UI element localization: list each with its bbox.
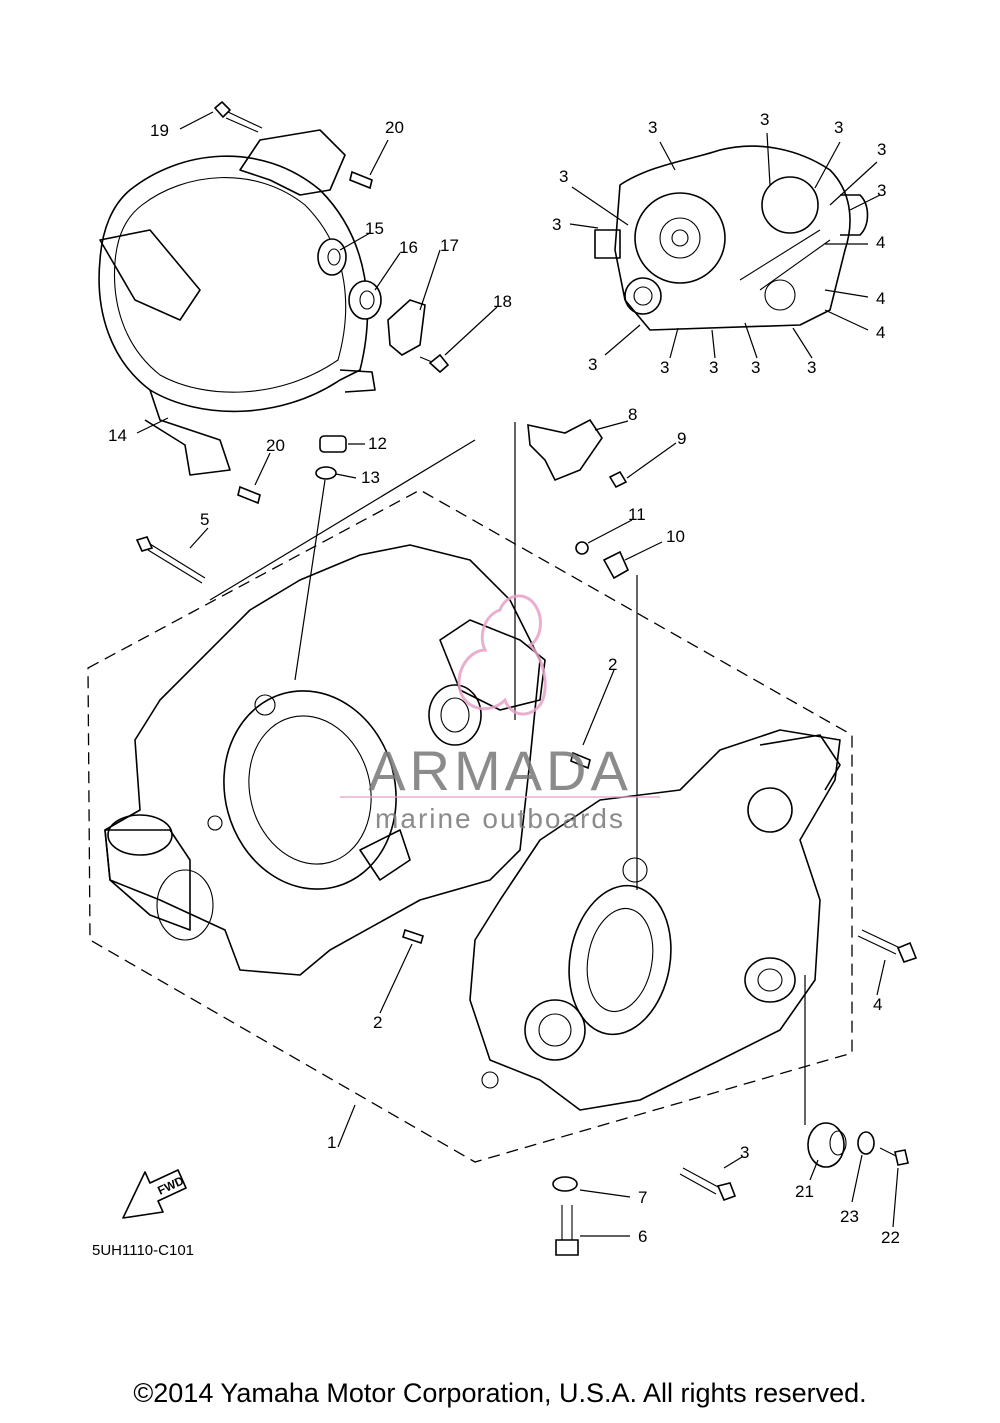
crankcase-left-half (104, 544, 546, 976)
watermark-logo-icon (457, 594, 547, 716)
callout: 6 (638, 1227, 647, 1246)
callout: 17 (440, 236, 459, 255)
callout: 5 (200, 510, 209, 529)
callout: 1 (327, 1133, 336, 1152)
callout: 3 (660, 358, 669, 377)
callout: 3 (877, 140, 886, 159)
callout: 3 (834, 118, 843, 137)
callout: 14 (108, 426, 127, 445)
callout: 19 (150, 121, 169, 140)
callout: 18 (493, 292, 512, 311)
leader-lines (136, 111, 899, 1237)
callout: 13 (361, 468, 380, 487)
watermark: ARMADA marine outboards (340, 594, 660, 834)
callout: 3 (648, 118, 657, 137)
callout: 3 (588, 355, 597, 374)
callout: 23 (840, 1207, 859, 1226)
callout: 22 (881, 1228, 900, 1247)
callout: 10 (666, 527, 685, 546)
copyright-notice: ©2014 Yamaha Motor Corporation, U.S.A. A… (133, 1378, 867, 1408)
callout: 3 (877, 181, 886, 200)
callout: 9 (677, 429, 686, 448)
callout: 20 (385, 118, 404, 137)
callout: 4 (876, 233, 885, 252)
callout: 16 (399, 238, 418, 257)
callout: 3 (559, 167, 568, 186)
callout: 4 (876, 323, 885, 342)
callout: 4 (873, 995, 882, 1014)
crankcase-right-half (469, 729, 841, 1111)
watermark-brand: ARMADA (368, 739, 632, 802)
callout: 12 (368, 434, 387, 453)
fwd-label: FWD (155, 1173, 186, 1197)
callout: 8 (628, 405, 637, 424)
small-parts (135, 101, 918, 1256)
callout: 3 (807, 358, 816, 377)
callout-labels: 19 20 15 16 17 18 14 20 12 13 5 8 9 11 1… (108, 110, 900, 1247)
callout: 3 (709, 358, 718, 377)
callout: 20 (266, 436, 285, 455)
callout: 3 (760, 110, 769, 129)
callout: 2 (608, 655, 617, 674)
callout: 7 (638, 1188, 647, 1207)
cover-part-14 (98, 129, 376, 476)
callout: 11 (628, 505, 646, 524)
callout: 4 (876, 289, 885, 308)
callout: 3 (552, 215, 561, 234)
diagram-code: 5UH1110-C101 (92, 1242, 194, 1259)
callout: 3 (740, 1143, 749, 1162)
callout: 21 (795, 1182, 814, 1201)
callout: 3 (751, 358, 760, 377)
crankcase-side-view (594, 145, 869, 331)
callout: 15 (365, 219, 384, 238)
callout: 2 (373, 1013, 382, 1032)
watermark-tagline: marine outboards (375, 803, 625, 834)
fwd-arrow: FWD (122, 1169, 187, 1219)
